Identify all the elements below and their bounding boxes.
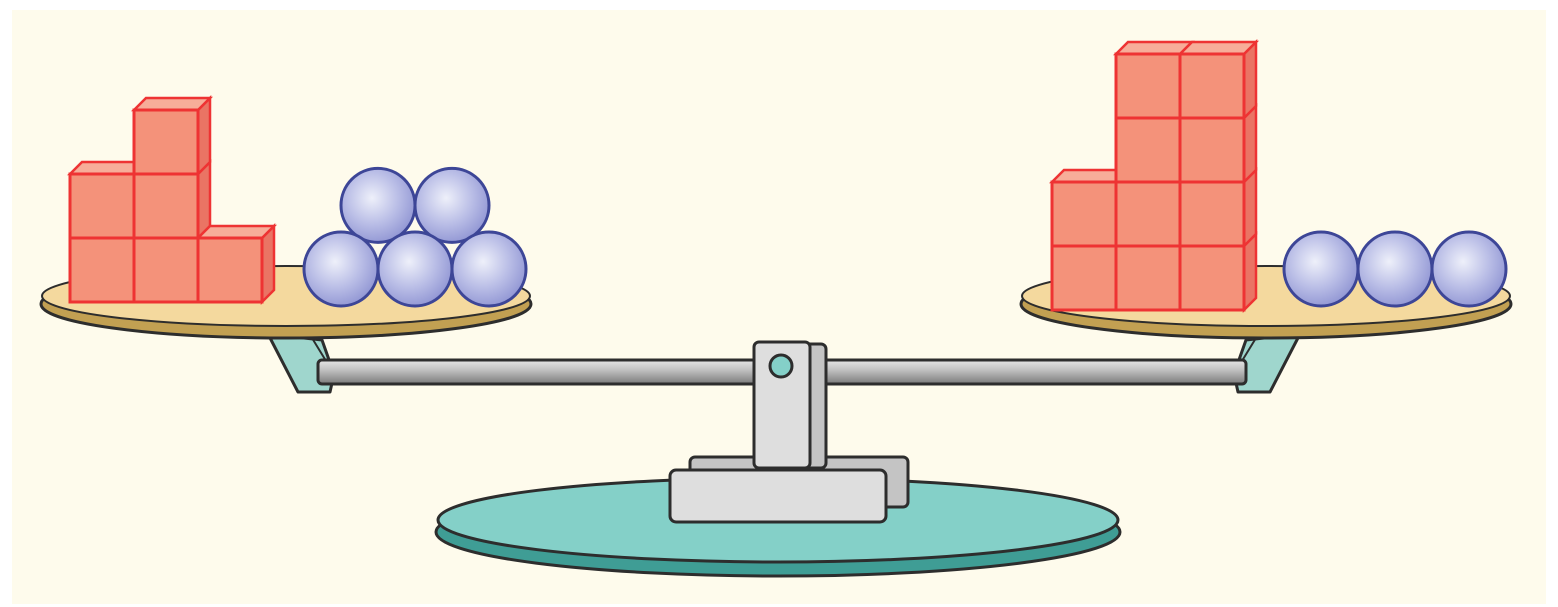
left-ball xyxy=(415,168,489,242)
right-cube xyxy=(1116,118,1180,182)
left-cube xyxy=(134,98,210,174)
left-ball xyxy=(452,232,526,306)
right-ball xyxy=(1284,232,1358,306)
left-cube xyxy=(70,238,134,302)
pivot-icon xyxy=(770,355,792,377)
left-ball xyxy=(341,168,415,242)
left-cube xyxy=(198,226,274,302)
right-cube xyxy=(1052,246,1116,310)
left-ball xyxy=(304,232,378,306)
left-cube xyxy=(134,238,198,302)
left-ball xyxy=(378,232,452,306)
right-ball xyxy=(1358,232,1432,306)
right-ball xyxy=(1432,232,1506,306)
right-cube xyxy=(1116,182,1180,246)
right-cube xyxy=(1116,246,1180,310)
right-ball-group xyxy=(1284,232,1506,306)
right-cube xyxy=(1180,42,1256,118)
